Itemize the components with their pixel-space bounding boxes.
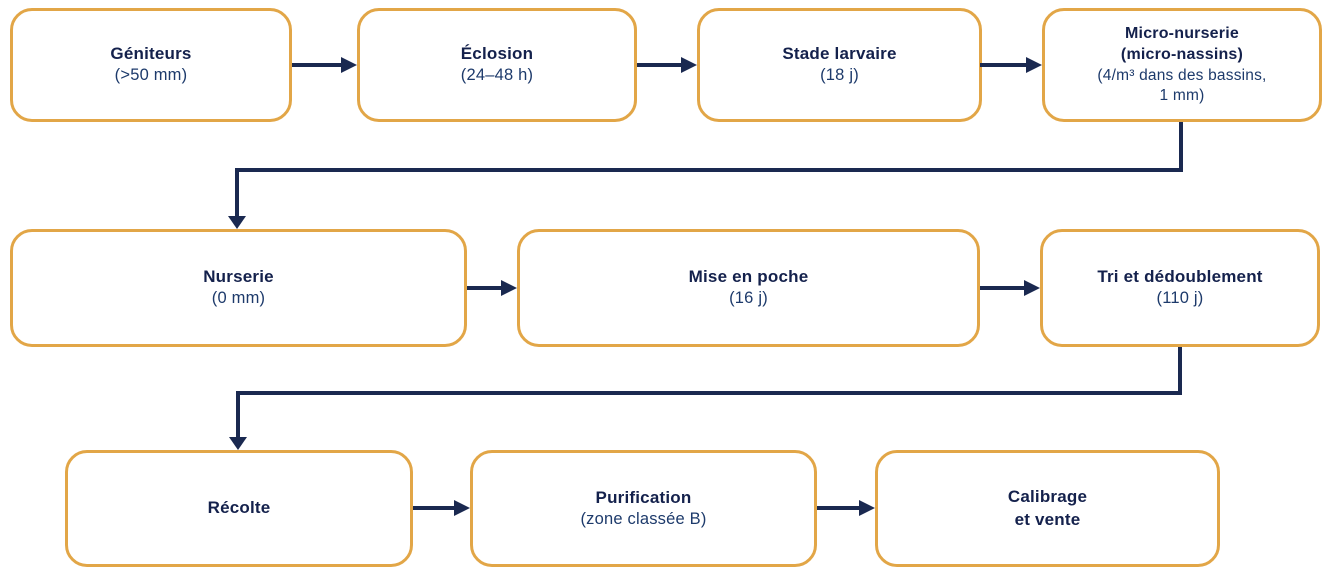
node-recolte: Récolte (65, 450, 413, 567)
node-subtitle: (>50 mm) (114, 66, 188, 85)
node-title: Stade larvaire (782, 44, 897, 64)
arrow-shaft (637, 63, 681, 67)
arrow-head (229, 437, 247, 450)
arrow-shaft (292, 63, 341, 67)
arrow-shaft (980, 286, 1024, 290)
arrow-shaft (467, 286, 501, 290)
node-title: Micro-nurserie (micro-nassins) (1120, 25, 1244, 63)
node-title: Calibrage et vente (1007, 487, 1088, 529)
node-subtitle: (16 j) (729, 289, 768, 308)
node-subtitle: (18 j) (820, 66, 859, 85)
node-nurserie: Nurserie (0 mm) (10, 229, 467, 347)
connector-segment-across (235, 168, 1183, 172)
connector-segment-across (236, 391, 1182, 395)
node-mise-en-poche: Mise en poche (16 j) (517, 229, 980, 347)
node-subtitle: (110 j) (1156, 289, 1204, 308)
node-title: Purification (595, 487, 692, 507)
arrow-head (859, 500, 875, 516)
node-subtitle: (zone classée B) (580, 509, 707, 528)
arrow-head (228, 216, 246, 229)
node-micro-nurserie: Micro-nurserie (micro-nassins) (4/m³ dan… (1042, 8, 1322, 122)
node-subtitle: (24–48 h) (460, 66, 534, 85)
connector-segment-down (1178, 347, 1182, 395)
node-eclosion: Éclosion (24–48 h) (357, 8, 637, 122)
arrow-shaft (817, 506, 859, 510)
arrow-shaft (413, 506, 454, 510)
node-subtitle: (4/m³ dans des bassins, 1 mm) (1097, 66, 1267, 104)
node-geniteurs: Géniteurs (>50 mm) (10, 8, 292, 122)
node-calibrage-et-vente: Calibrage et vente (875, 450, 1220, 567)
node-title: Éclosion (460, 44, 534, 64)
node-title: Tri et dédoublement (1097, 267, 1263, 287)
arrow-head (341, 57, 357, 73)
arrow-head (1026, 57, 1042, 73)
connector-segment-drop (235, 168, 239, 216)
arrow-shaft (980, 63, 1026, 67)
node-title: Récolte (207, 498, 271, 518)
arrow-head (501, 280, 517, 296)
node-tri-et-dedoublement: Tri et dédoublement (110 j) (1040, 229, 1320, 347)
node-purification: Purification (zone classée B) (470, 450, 817, 567)
arrow-head (1024, 280, 1040, 296)
arrow-head (454, 500, 470, 516)
node-title: Mise en poche (688, 267, 809, 287)
node-title: Nurserie (203, 267, 274, 287)
node-subtitle: (0 mm) (211, 289, 266, 308)
node-title: Géniteurs (110, 44, 192, 64)
arrow-head (681, 57, 697, 73)
connector-segment-down (1179, 122, 1183, 172)
connector-segment-drop (236, 391, 240, 437)
node-stade-larvaire: Stade larvaire (18 j) (697, 8, 982, 122)
